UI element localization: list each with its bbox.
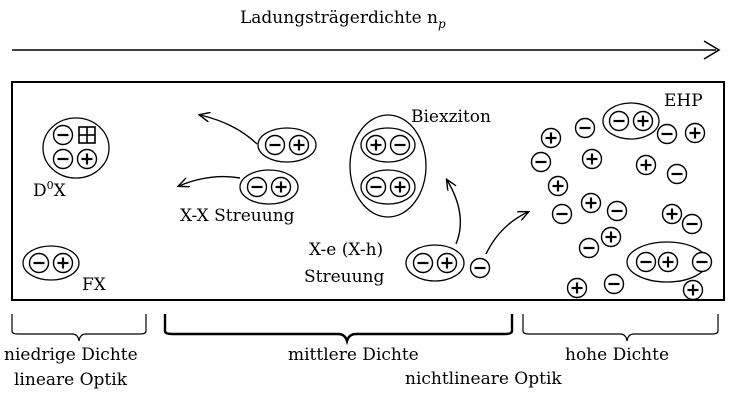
xx-scatter-exciton-2: [239, 169, 299, 205]
ehp-carriers: [530, 102, 713, 301]
xe-arrow-right: [485, 212, 528, 255]
nonlinear-optics-label: nichtlineare Optik: [405, 369, 562, 389]
density-axis-label: Ladungsträgerdichte np: [240, 8, 446, 31]
mid-density-label: mittlere Dichte: [288, 345, 419, 365]
xe-label-1: X-e (X-h): [309, 240, 383, 260]
d0x-label: D0X: [33, 179, 67, 201]
scatter-arrow-2: [179, 175, 241, 186]
low-density-label: niedrige Dichte: [4, 345, 138, 365]
brace-low-density: [11, 314, 147, 342]
scatter-arrow-1: [200, 115, 258, 145]
xx-scatter-label: X-X Streuung: [180, 206, 295, 226]
biexciton-label: Biexziton: [411, 107, 491, 127]
d0x-complex: [42, 117, 110, 179]
xx-scatter-exciton-1: [257, 127, 317, 163]
linear-optics-label: lineare Optik: [14, 370, 128, 390]
xe-scatter-exciton: [405, 244, 465, 282]
xe-arrow-up: [447, 180, 462, 245]
fx-label: FX: [82, 275, 107, 295]
main-frame: [11, 81, 725, 301]
high-density-label: hohe Dichte: [565, 345, 669, 365]
scatter-electron: [469, 257, 491, 279]
biexciton: [349, 114, 427, 218]
free-exciton: [22, 245, 80, 281]
ehp-label: EHP: [664, 91, 703, 111]
density-arrow: [12, 40, 721, 60]
xe-label-2: Streuung: [304, 267, 385, 287]
brace-high-density: [522, 314, 719, 342]
brace-mid-density: [163, 314, 514, 346]
